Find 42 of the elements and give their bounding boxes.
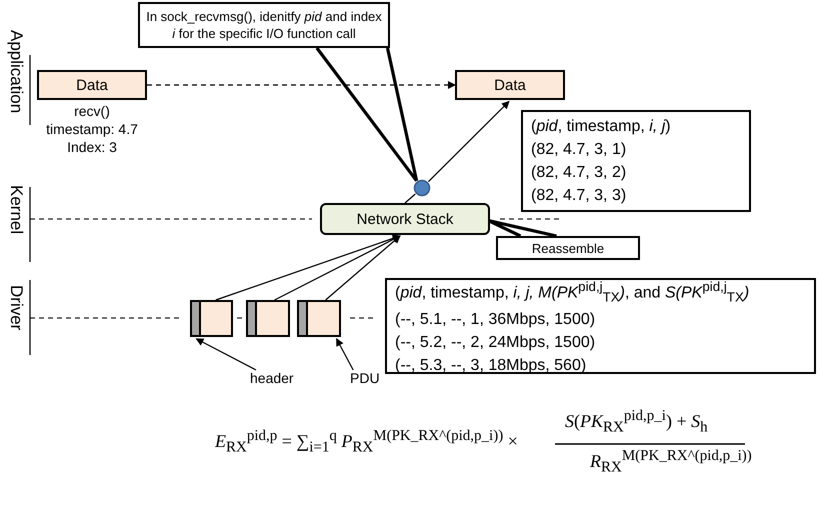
formula-text: E$_{RX}$$^{pid,p}$ = ∑$_{i=1}$$^{q}$ P$_{RX}$$^{M(PK_RX^(pid,p_i))}$ × <box>215 428 518 457</box>
data-box <box>455 70 565 100</box>
annotation-text: Index: 3 <box>66 139 118 156</box>
arrow <box>336 338 354 370</box>
leader-label: header <box>250 370 310 390</box>
annotation-text: timestamp: 4.7 <box>45 121 139 138</box>
layer-label: Kernel <box>6 185 26 234</box>
box-label: In sock_recvmsg(), idenitfy pid and index i for the specific I/O function call <box>145 8 383 42</box>
box-label: Data <box>76 76 108 94</box>
table-row-text: (pid, timestamp, i, j, M(PK$^{pid,j}$$_{TX}$), and S(PK$^{pid,j}$$_{TX}$) <box>395 278 750 306</box>
arrow <box>428 100 510 182</box>
packet-box <box>190 300 233 337</box>
connector-line <box>404 194 416 204</box>
arrow <box>216 234 401 301</box>
arrow <box>274 235 401 301</box>
process-box <box>320 203 490 235</box>
box-label: Data <box>494 76 526 94</box>
table-box <box>521 110 751 212</box>
packet-box <box>297 300 341 337</box>
box-label: Reassemble <box>532 240 604 256</box>
table-row-text: (--, 5.1, --, 1, 36Mbps, 1500) <box>395 310 596 330</box>
layer-label: Application <box>6 30 26 114</box>
box-label: Network Stack <box>356 210 454 228</box>
annotation-text: recv() <box>73 103 111 120</box>
callout-pointer <box>315 46 418 182</box>
callout-box <box>496 236 640 260</box>
table-row-text: (82, 4.7, 3, 2) <box>531 163 626 183</box>
arrow <box>325 235 401 300</box>
callout-box <box>138 2 390 48</box>
table-box <box>385 278 816 374</box>
layer-label: Driver <box>6 285 26 330</box>
leader-label: PDU <box>350 370 382 390</box>
arrow <box>196 338 256 371</box>
data-box <box>37 70 147 100</box>
packet-box <box>246 300 290 337</box>
table-row-text: (82, 4.7, 3, 1) <box>531 140 626 160</box>
arrow <box>147 81 456 89</box>
junction-dot <box>413 179 431 197</box>
table-row-text: (--, 5.2, --, 2, 24Mbps, 1500) <box>395 333 596 354</box>
formula-text: S(PK$_{RX}$$^{pid,p_i}$) + S$_{h}$ <box>565 408 708 437</box>
table-row-text: (pid, timestamp, i, j) <box>531 117 671 137</box>
table-row-text: (82, 4.7, 3, 3) <box>531 186 626 206</box>
